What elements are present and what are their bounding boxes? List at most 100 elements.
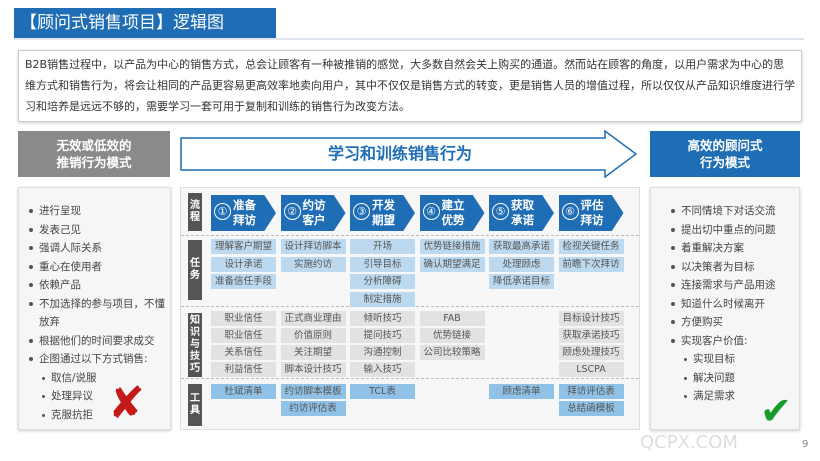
step-number: ② bbox=[283, 203, 301, 220]
knowledge-item: 输入技巧 bbox=[350, 362, 415, 377]
tool-item: 约访脚本模板 bbox=[280, 384, 346, 399]
knowledge-item: 脚本设计技巧 bbox=[280, 362, 346, 377]
page-title: 【顾问式销售项目】逻辑图 bbox=[14, 8, 276, 38]
list-item: 克服抗拒 bbox=[39, 406, 166, 425]
list-item: 根据他们的时间要求成交 bbox=[29, 332, 166, 351]
knowledge-item: 关系信任 bbox=[211, 345, 276, 360]
knowledge-item: 职业信任 bbox=[211, 311, 276, 326]
left-header-line2: 推销行为模式 bbox=[56, 155, 132, 170]
checkmark-icon: ✔ bbox=[760, 389, 792, 433]
step-number: ① bbox=[214, 203, 231, 220]
list-item: 依赖产品 bbox=[29, 276, 166, 295]
step-title: 准备拜访 bbox=[233, 198, 256, 227]
list-item: 提出切中重点的问题 bbox=[671, 221, 795, 240]
list-item: 不同情境下对话交流 bbox=[671, 202, 795, 221]
list-item: 方便购买 bbox=[671, 313, 795, 332]
task-item: 确认期望满足 bbox=[419, 256, 485, 272]
list-item: 进行呈现 bbox=[29, 202, 166, 221]
step-number: ⑥ bbox=[561, 203, 579, 220]
tool-item: 总结函模板 bbox=[558, 401, 624, 416]
title-divider bbox=[14, 38, 804, 40]
knowledge-item: LSCPA bbox=[558, 362, 624, 377]
left-header: 无效或低效的 推销行为模式 bbox=[18, 131, 170, 177]
knowledge-item: 价值原则 bbox=[280, 328, 346, 343]
list-item: 发表己见 bbox=[29, 221, 166, 240]
arrow-label: 学习和训练销售行为 bbox=[327, 144, 472, 163]
step-title: 评估拜访 bbox=[580, 198, 604, 227]
page-number: 9 bbox=[802, 439, 809, 450]
row-label-knowledge: 知识与技巧 bbox=[188, 313, 202, 377]
knowledge-item: 顾虑处理技巧 bbox=[558, 345, 624, 360]
task-item: 检视关键任务 bbox=[558, 239, 624, 254]
row-label-flow: 流程 bbox=[188, 193, 202, 231]
right-header: 高效的顾问式 行为模式 bbox=[650, 131, 800, 177]
step-number: ⑤ bbox=[492, 203, 509, 220]
list-item: 企图通过以下方式销售: bbox=[29, 350, 166, 369]
step-title: 建立优势 bbox=[441, 198, 465, 227]
task-item: 设计承诺 bbox=[211, 256, 276, 272]
list-item: 实现客户价值: bbox=[671, 332, 795, 351]
list-item: 实现目标 bbox=[681, 350, 795, 369]
task-item: 开场 bbox=[350, 239, 415, 254]
knowledge-item: FAB bbox=[419, 311, 485, 326]
tool-item: 约访评估表 bbox=[280, 401, 346, 416]
task-item: 设计拜访脚本 bbox=[280, 239, 346, 254]
knowledge-item: 关注期望 bbox=[280, 345, 346, 360]
knowledge-item: 职业信任 bbox=[211, 328, 276, 343]
list-item: 强调人际关系 bbox=[29, 239, 166, 258]
tool-item: 杜斌清单 bbox=[211, 384, 276, 399]
row-divider bbox=[181, 306, 639, 307]
list-item: 着重解决方案 bbox=[671, 239, 795, 258]
tool-item: 顾虑清单 bbox=[489, 384, 554, 399]
task-item: 降低承诺目标 bbox=[489, 274, 554, 289]
list-item: 不加选择的参与项目，不懂放弃 bbox=[29, 295, 166, 332]
tool-item: 拜访评估表 bbox=[558, 384, 624, 399]
list-item: 解决问题 bbox=[681, 369, 795, 388]
knowledge-item: 提问技巧 bbox=[350, 328, 415, 343]
list-item: 取信/说服 bbox=[39, 369, 166, 388]
arrow-shape bbox=[180, 130, 638, 178]
cross-icon: ✘ bbox=[108, 378, 145, 429]
list-item: 满足需求 bbox=[681, 387, 795, 406]
watermark: QCPX.COM bbox=[640, 432, 738, 453]
right-header-line2: 行为模式 bbox=[699, 155, 750, 170]
list-item: 处理异议 bbox=[39, 387, 166, 406]
list-item: 以决策者为目标 bbox=[671, 258, 795, 277]
task-item: 分析障碍 bbox=[350, 274, 415, 289]
task-item: 前瞻下次拜访 bbox=[558, 256, 624, 272]
ineffective-behaviors-list: 进行呈现发表己见强调人际关系重心在使用者依赖产品不加选择的参与项目，不懂放弃根据… bbox=[18, 187, 171, 430]
row-divider bbox=[181, 235, 639, 236]
task-item: 实施约访 bbox=[280, 256, 346, 272]
step-title: 获取承诺 bbox=[511, 198, 534, 227]
knowledge-item: 目标设计技巧 bbox=[558, 311, 624, 326]
task-item: 制定措施 bbox=[350, 291, 415, 307]
knowledge-item: 沟通控制 bbox=[350, 345, 415, 360]
task-item: 获取最高承诺 bbox=[489, 239, 554, 254]
step-number: ③ bbox=[353, 203, 370, 220]
intro-text: B2B销售过程中，以产品为中心的销售方式，总会让顾客有一种被推销的感觉，大多数自… bbox=[18, 50, 802, 122]
step-title: 约访客户 bbox=[302, 198, 326, 227]
list-item: 重心在使用者 bbox=[29, 258, 166, 277]
step-title: 开发期望 bbox=[372, 198, 395, 227]
right-header-line1: 高效的顾问式 bbox=[687, 138, 763, 153]
row-divider bbox=[181, 378, 639, 379]
left-header-line1: 无效或低效的 bbox=[56, 138, 132, 153]
task-item: 引导目标 bbox=[350, 256, 415, 272]
effective-behaviors-list: 不同情境下对话交流提出切中重点的问题着重解决方案以决策者为目标连接需求与产品用途… bbox=[650, 187, 800, 430]
task-item: 准备信任手段 bbox=[211, 274, 276, 289]
knowledge-item: 获取承诺技巧 bbox=[558, 328, 624, 343]
knowledge-item: 公司比较策略 bbox=[419, 345, 485, 360]
tool-item: TCL表 bbox=[350, 384, 415, 399]
row-label-tasks: 任务 bbox=[188, 240, 202, 300]
knowledge-item: 利益信任 bbox=[211, 362, 276, 377]
row-label-tools: 工具 bbox=[188, 384, 202, 426]
list-item: 知道什么时候离开 bbox=[671, 295, 795, 314]
knowledge-item: 优势链接 bbox=[419, 328, 485, 343]
task-item: 处理顾虑 bbox=[489, 256, 554, 272]
